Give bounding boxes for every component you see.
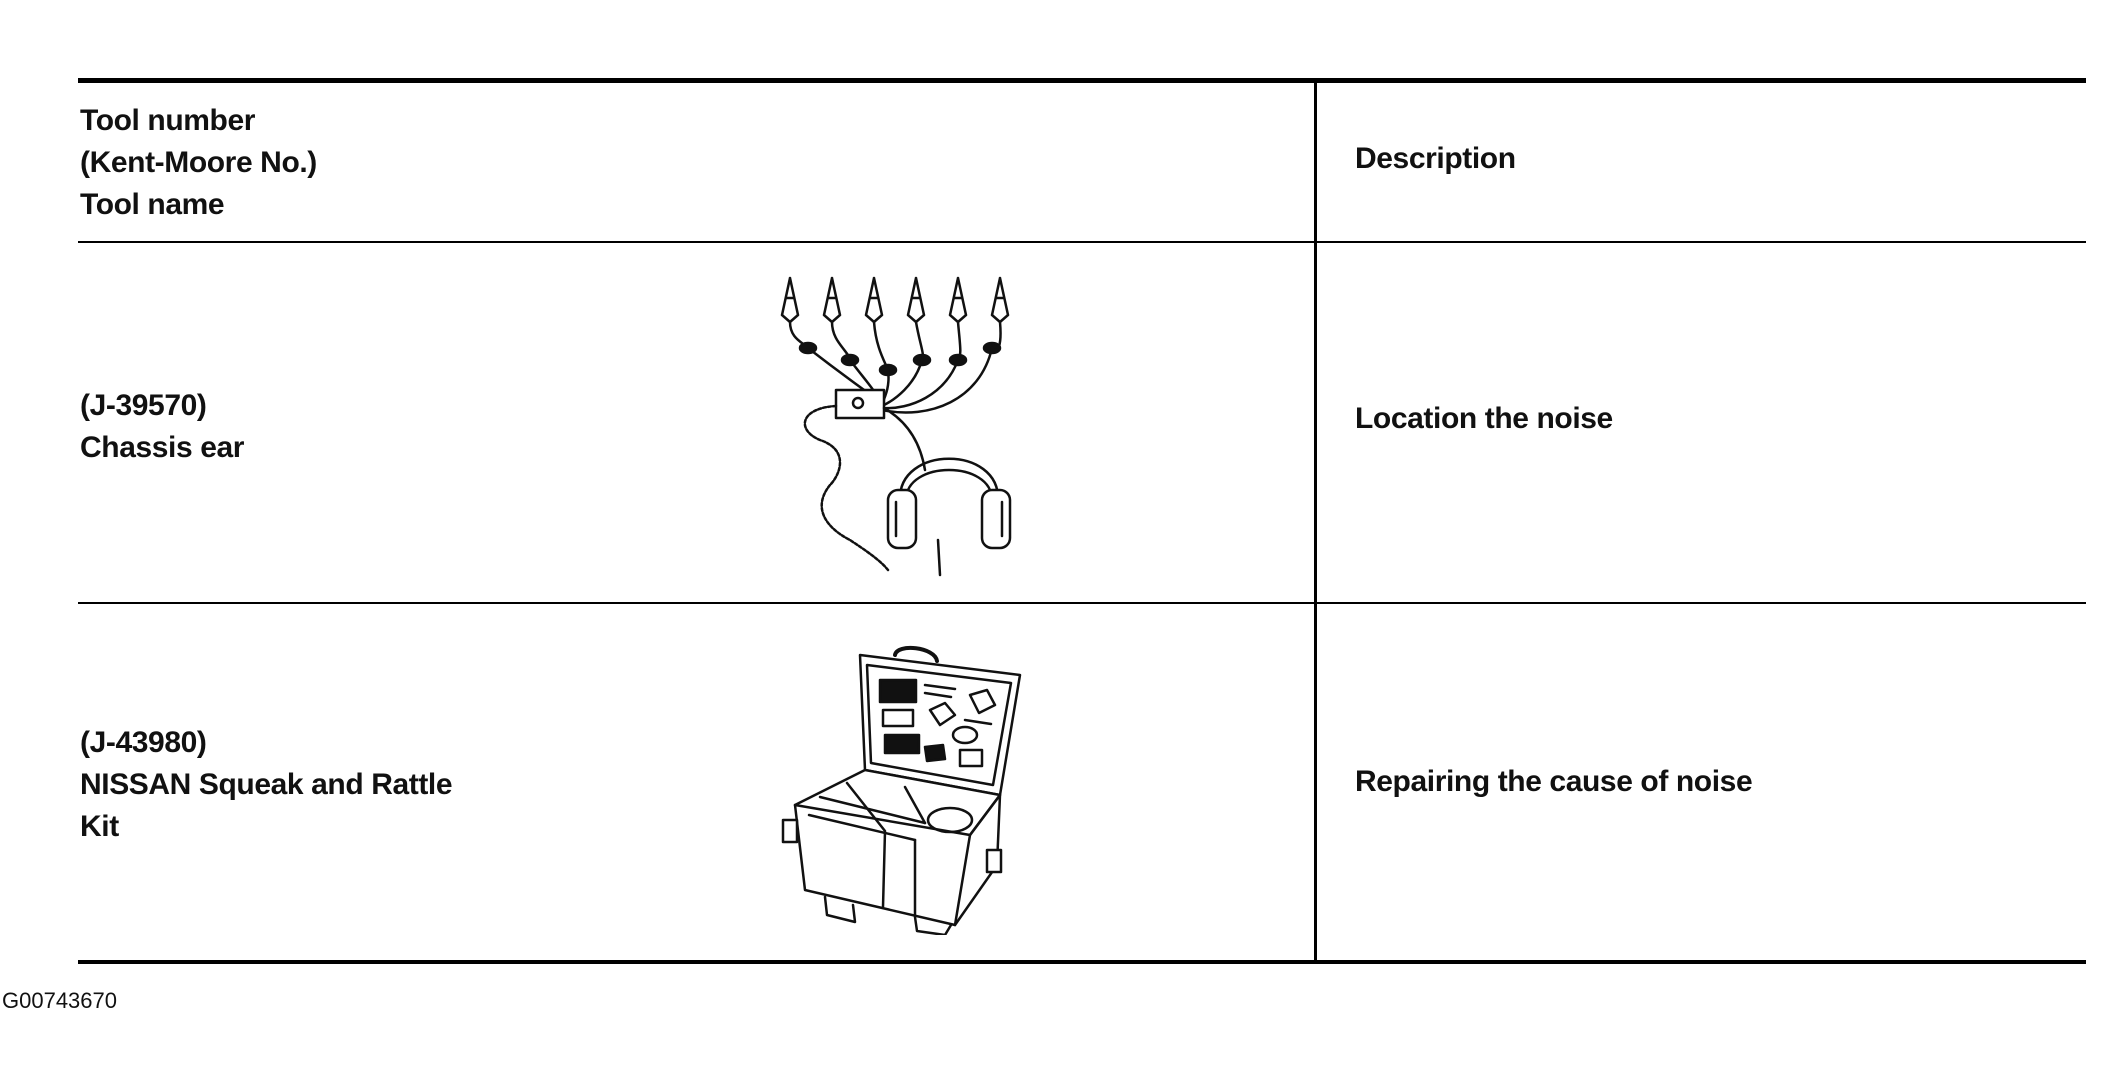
row2-tool-number: (J-43980) [80,726,207,759]
row2-tool-name-line1: NISSAN Squeak and Rattle [80,768,453,801]
squeak-rattle-kit-illustration [781,645,1022,935]
header-divider [78,241,2086,243]
figure-code: G00743670 [2,988,117,1013]
row1-description: Location the noise [1355,402,1613,435]
row1-tool-name: Chassis ear [80,431,245,464]
chassis-ear-illustration [780,276,1012,577]
row-divider [78,602,2086,604]
tray-dividers-icon [807,781,974,917]
connector-icon [798,341,1002,377]
headphones-icon [886,457,1012,577]
header-tool-name: Tool name [80,188,225,221]
clip-icon [780,276,1010,324]
header-tool-number: Tool number [80,104,256,137]
row1-tool-number: (J-39570) [80,389,207,422]
lid-contents-icon [878,678,997,768]
table-top-rule [78,78,2086,83]
header-kent-moore: (Kent-Moore No.) [80,146,317,179]
row2-tool-name-line2: Kit [80,810,119,843]
header-description: Description [1355,142,1516,175]
table-bottom-rule [78,960,2086,964]
row2-description: Repairing the cause of noise [1355,765,1753,798]
column-divider [1314,82,1317,963]
